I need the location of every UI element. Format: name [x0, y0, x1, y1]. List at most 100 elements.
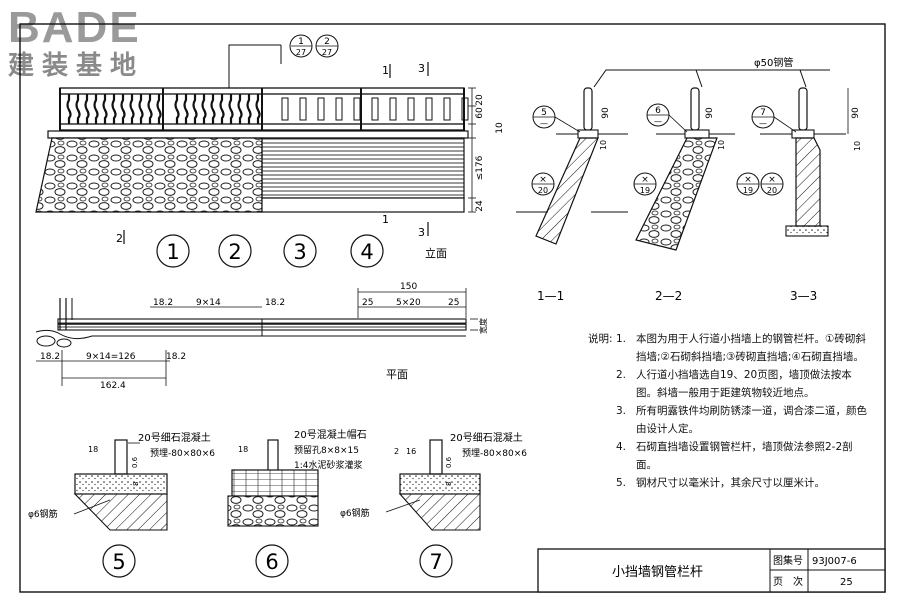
plan-right-dim: 宽度 — [478, 318, 488, 334]
note-5-num: 5. — [616, 477, 627, 489]
elev-dim-10: 10 — [495, 122, 505, 134]
note-5-text: 钢材尺寸以毫米计，其余尺寸以厘米计。 — [636, 477, 825, 489]
detail-7-dim-8: 8 — [445, 482, 453, 486]
baluster — [138, 94, 144, 124]
baluster — [371, 97, 379, 121]
elevation-label: 立面 — [425, 246, 447, 260]
callout-7-num: 7 — [760, 108, 766, 118]
plan-dim-18-2-a: 18.2 — [153, 298, 173, 308]
plan-dim-162-4: 162.4 — [100, 381, 126, 391]
callout-5-den: — — [540, 119, 548, 128]
note-4-num: 4. — [616, 441, 627, 453]
section-views: φ50钢管 90 10 — [516, 56, 862, 303]
brick-wall — [261, 137, 465, 199]
top-callout-a-den: 27 — [296, 48, 306, 57]
sec3-dim-10: 10 — [853, 141, 862, 151]
page-label: 页 次 — [773, 575, 803, 588]
section-label-2-2: 2—2 — [655, 289, 682, 303]
decorative-balusters — [66, 94, 261, 124]
pipe-label: φ50钢管 — [754, 56, 793, 69]
plan-dim-18-2-d: 18.2 — [166, 352, 186, 362]
note-2-text: 人行道小挡墙选自19、20页图，墙顶做法按本图。斜墙一般用于距建筑物较近地点。 — [636, 369, 852, 399]
baluster — [210, 94, 216, 124]
callout-x19-a-den: 19 — [640, 186, 650, 195]
baluster — [93, 94, 99, 124]
wall-type-4: 4 — [360, 240, 373, 264]
elevation-view: 1 27 2 27 20 60 10 ≤176 24 — [35, 34, 505, 268]
plan-dim-25-a: 25 — [362, 298, 373, 308]
baluster — [353, 97, 361, 121]
callout-x20-b-num: × — [768, 175, 776, 185]
baluster — [183, 94, 189, 124]
baluster — [129, 94, 135, 124]
detail-6-circle: 6 — [265, 550, 278, 574]
wall-type-circles: 1 2 3 4 — [156, 234, 384, 268]
callout-6-num: 6 — [655, 106, 661, 116]
callout-x20-a-den: 20 — [538, 186, 548, 195]
detail-6-dim-18: 18 — [238, 445, 248, 454]
cut-mark-1-top: 1 — [382, 64, 389, 77]
detail-7-rebar: φ6钢筋 — [340, 507, 370, 519]
wall-footing — [261, 197, 465, 213]
detail-7-dim-2: 2 — [394, 447, 399, 456]
title-block: 小挡墙钢管栏杆 图集号 93J007-6 页 次 25 — [537, 548, 886, 593]
logo-tagline: 建装基地 — [8, 51, 145, 81]
sheet-frame — [19, 23, 886, 593]
detail-6-sub: 预留孔8×8×15 — [294, 444, 359, 456]
detail-7-dim-06: 0.6 — [445, 456, 453, 468]
detail-7-sub: 预埋-80×80×6 — [462, 448, 527, 459]
baluster — [317, 97, 325, 121]
top-callout-b-num: 2 — [324, 37, 330, 47]
cut-mark-2-bottom: 2 — [116, 232, 123, 245]
sec3-dim-90: 90 — [851, 107, 861, 119]
callout-5-num: 5 — [541, 108, 547, 118]
baluster — [66, 94, 72, 124]
note-3-text: 所有明露铁件均刷防锈漆一道，调合漆二道，颜色由设计人定。 — [636, 405, 867, 435]
detail-5-sub: 预埋-80×80×6 — [150, 448, 215, 459]
coping-strip — [47, 130, 469, 139]
wall-type-3: 3 — [293, 240, 306, 264]
plan-dim-9x14-126: 9×14=126 — [86, 352, 136, 362]
section-1-1 — [516, 87, 628, 245]
sheet-title: 小挡墙钢管栏杆 — [612, 565, 703, 580]
atlas-value: 93J007-6 — [812, 556, 857, 567]
plan-label: 平面 — [386, 368, 408, 381]
elev-dim-24: 24 — [475, 200, 485, 212]
baluster — [228, 94, 234, 124]
note-4-text: 石砌直挡墙设置钢管栏杆，墙顶做法参照2-2剖面。 — [636, 441, 853, 471]
callout-x19-b-num: × — [744, 175, 752, 185]
elev-dim-20: 20 — [475, 94, 485, 106]
detail-5: 20号细石混凝土 预埋-80×80×6 18 8 0.6 φ6钢筋 5 — [28, 431, 215, 578]
baluster — [389, 97, 397, 121]
detail-6-sub2: 1:4水泥砂浆灌浆 — [294, 459, 363, 471]
plan-dim-25-b: 25 — [448, 298, 459, 308]
logo-brand: BADE — [8, 3, 141, 52]
callout-7-den: — — [759, 119, 767, 128]
callout-x19-a-num: × — [641, 175, 649, 185]
detail-7-circle: 7 — [429, 550, 442, 574]
callout-x20-b-den: 20 — [767, 186, 777, 195]
plan-dim-9x14: 9×14 — [196, 298, 221, 308]
note-2-num: 2. — [616, 369, 627, 381]
cut-mark-3-bottom: 3 — [418, 226, 425, 239]
callout-x20-a-num: × — [539, 175, 547, 185]
wall-type-2: 2 — [228, 240, 241, 264]
baluster — [111, 94, 117, 124]
top-callout: 1 27 2 27 — [289, 34, 339, 58]
baluster — [75, 94, 81, 124]
note-1-text: 本图为用于人行道小挡墙上的钢管栏杆。①砖砌斜挡墙;②石砌斜挡墙;③砖砌直挡墙;④… — [636, 333, 866, 363]
sec1-dim-90: 90 — [601, 107, 611, 119]
atlas-label: 图集号 — [773, 554, 803, 567]
section-label-3-3: 3—3 — [790, 289, 817, 303]
baluster — [443, 97, 451, 121]
wall-type-1: 1 — [166, 240, 179, 264]
baluster — [255, 94, 261, 124]
baluster — [335, 97, 343, 121]
notes-panel: 说明:1.本图为用于人行道小挡墙上的钢管栏杆。①砖砌斜挡墙;②石砌斜挡墙;③砖砌… — [588, 330, 870, 492]
section-label-1-1: 1—1 — [537, 289, 564, 303]
section-2-2 — [635, 87, 735, 251]
baluster — [156, 94, 162, 124]
detail-5-dim-18: 18 — [88, 445, 98, 454]
baluster — [102, 94, 108, 124]
